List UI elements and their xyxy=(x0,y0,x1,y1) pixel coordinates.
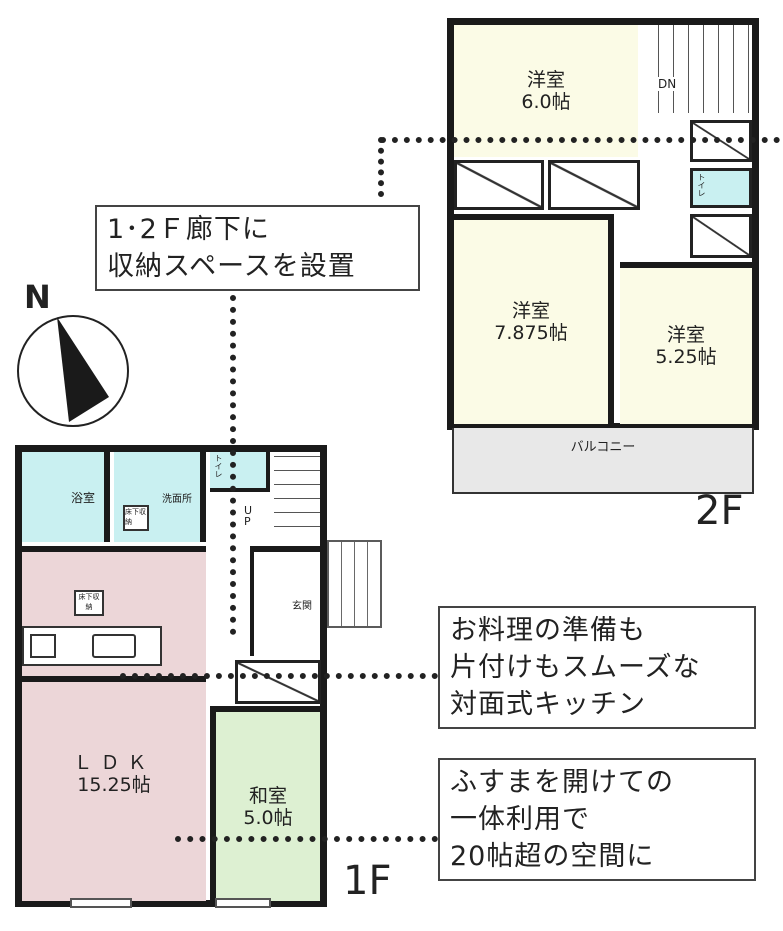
room-size: 7.875帖 xyxy=(494,322,568,344)
closet xyxy=(454,160,544,210)
ldk-text: ＬＤＫ 15.25帖 xyxy=(22,752,206,796)
callout-line: 片付けもスムーズな xyxy=(450,652,701,683)
callout-line: 対面式キッチン xyxy=(450,689,646,720)
leader-line xyxy=(230,295,236,635)
window xyxy=(70,898,132,908)
callout-line: 20帖超の空間に xyxy=(450,841,655,872)
callout-line: ふすまを開けての xyxy=(450,767,674,798)
storage-closet xyxy=(235,660,321,704)
toilet-2f: トイレ xyxy=(690,168,752,208)
storage-label: 床下収納 xyxy=(78,593,100,611)
room-name: ＬＤＫ xyxy=(73,752,155,774)
entrance: 玄関 xyxy=(250,546,320,656)
window xyxy=(215,898,271,908)
callout-storage: 1･2Ｆ廊下に 収納スペースを設置 xyxy=(95,205,420,291)
ldk: 床下収納 ＬＤＫ 15.25帖 xyxy=(22,546,206,901)
bathroom: 浴室 xyxy=(22,452,110,542)
room-size: 5.0帖 xyxy=(243,806,293,829)
compass xyxy=(17,315,129,427)
closet xyxy=(548,160,640,210)
callout-line: 1･2Ｆ廊下に xyxy=(107,214,270,245)
stove-icon xyxy=(30,634,56,658)
room-name: 洋室 xyxy=(666,324,705,346)
leader-line xyxy=(120,673,438,679)
room-size: 6.0帖 xyxy=(521,91,571,113)
closet xyxy=(690,214,752,258)
leader-line xyxy=(380,137,780,143)
ldk-divider xyxy=(22,676,206,682)
balcony: バルコニー xyxy=(452,428,754,494)
room-western-525: 洋室 5.25帖 xyxy=(620,262,752,424)
room-western-7875: 洋室 7.875帖 xyxy=(454,214,614,424)
leader-line xyxy=(175,836,438,842)
washroom-label: 洗面所 xyxy=(162,493,192,505)
washitsu: 和室 5.0帖 xyxy=(210,706,320,901)
callout-kitchen: お料理の準備も 片付けもスムーズな 対面式キッチン xyxy=(438,606,756,729)
room-size: 15.25帖 xyxy=(77,774,151,796)
stairs-2f: DN xyxy=(644,25,752,113)
room-name: 洋室 xyxy=(526,69,565,91)
north-arrow-icon xyxy=(57,317,109,422)
entrance-label: 玄関 xyxy=(292,600,312,612)
room-western-6: 洋室 6.0帖 xyxy=(454,25,638,157)
porch xyxy=(327,540,382,628)
toilet-label: トイレ xyxy=(214,454,223,478)
stairs-label: DN xyxy=(656,77,679,91)
callout-line: 収納スペースを設置 xyxy=(107,251,356,282)
storage-label: 床下収納 xyxy=(125,508,146,526)
room-name: 洋室 xyxy=(511,300,550,322)
toilet-label: トイレ xyxy=(697,173,706,197)
underfloor-storage: 床下収納 xyxy=(123,505,149,531)
room-name: 和室 xyxy=(248,784,287,807)
room-size: 5.25帖 xyxy=(655,346,717,368)
toilet-1f: トイレ xyxy=(210,452,270,492)
stairs-label: UP xyxy=(244,504,253,528)
balcony-label: バルコニー xyxy=(570,440,636,455)
underfloor-storage: 床下収納 xyxy=(74,590,104,616)
sink-icon xyxy=(92,634,136,658)
stairs-1f xyxy=(274,452,320,540)
callout-line: お料理の準備も xyxy=(450,615,646,646)
bathroom-label: 浴室 xyxy=(70,490,95,505)
floor2-label: 2F xyxy=(695,488,744,534)
callout-washitsu: ふすまを開けての 一体利用で 20帖超の空間に xyxy=(438,758,756,881)
leader-line xyxy=(378,137,384,197)
compass-north-label: N xyxy=(24,278,51,316)
callout-line: 一体利用で xyxy=(450,804,590,835)
floor1-label: 1F xyxy=(343,858,392,904)
